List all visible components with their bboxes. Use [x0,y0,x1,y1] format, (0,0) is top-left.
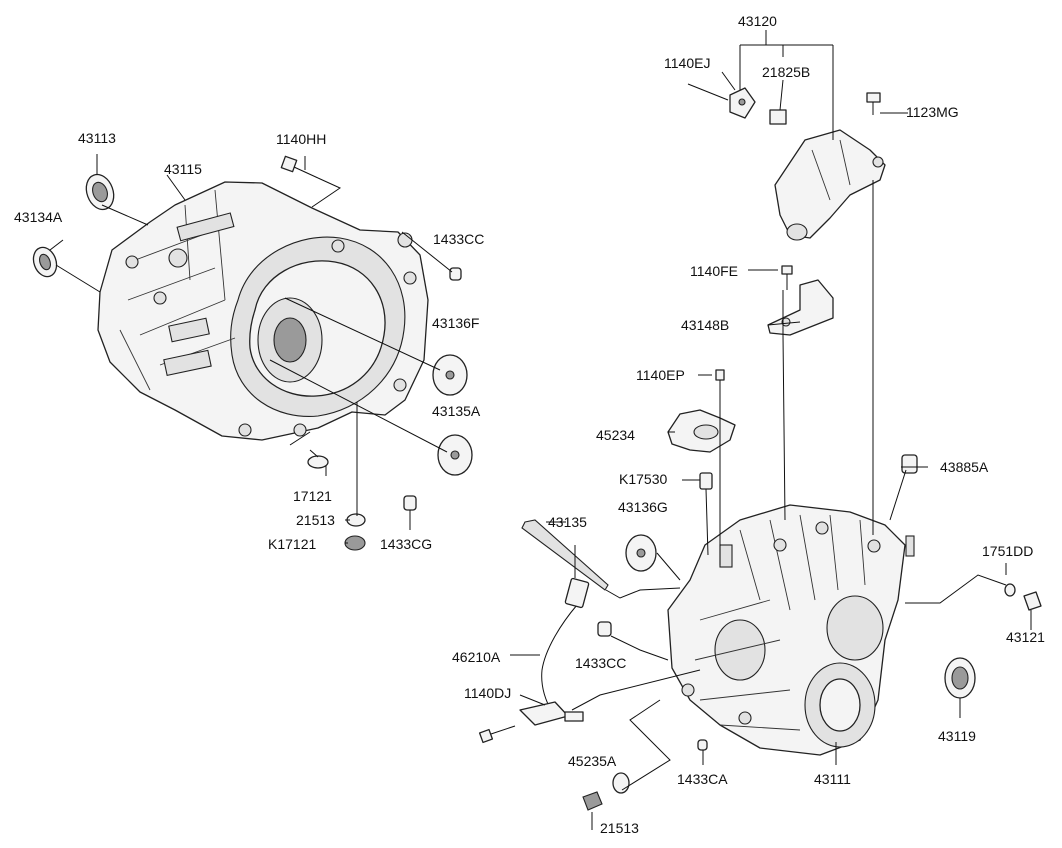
label-45235A: 45235A [568,753,617,769]
label-1433CC-top: 1433CC [433,231,484,247]
label-1140EJ: 1140EJ [664,55,710,71]
label-1140HH: 1140HH [276,131,326,147]
shim-43135A-drawing [437,434,473,476]
label-43121: 43121 [1006,629,1045,645]
label-43111: 43111 [814,771,851,787]
label-K17530: K17530 [619,471,667,487]
label-1123MG: 1123MG [906,104,959,120]
label-1140DJ: 1140DJ [464,685,511,701]
label-1751DD: 1751DD [982,543,1033,559]
sensor-K17530-drawing [699,472,713,490]
label-21513-bot: 21513 [600,820,639,836]
label-1140EP: 1140EP [636,367,685,383]
label-1433CG: 1433CG [380,536,432,552]
label-43885A: 43885A [940,459,989,475]
filler-43885A-drawing [901,454,918,474]
label-43136F: 43136F [432,315,479,331]
bolt-1140HH-drawing [280,155,319,179]
label-43136G: 43136G [618,499,668,515]
label-21825B: 21825B [762,64,810,80]
label-1433CA: 1433CA [677,771,728,787]
seal-43113-drawing [85,173,115,211]
transaxle-case-drawing [478,504,1042,811]
label-21513-top: 21513 [296,512,335,528]
dowel-1433CG-drawing [403,495,417,511]
seal-43134A-drawing [32,246,58,278]
inhibitor-switch-45234-drawing [667,369,736,453]
label-1140FE: 1140FE [690,263,738,279]
shim-43136G-drawing [625,534,657,572]
label-43148B: 43148B [681,317,729,333]
washer-17121-drawing [307,455,329,469]
label-43115: 43115 [164,161,202,177]
label-K17121: K17121 [268,536,316,552]
label-43113: 43113 [78,130,116,146]
label-43120: 43120 [738,13,777,29]
label-43135: 43135 [548,514,587,530]
clutch-housing-drawing [97,181,429,441]
label-46210A: 46210A [452,649,501,665]
label-45234: 45234 [596,427,635,443]
label-43134A: 43134A [14,209,63,225]
dowel-1433CC-top-drawing [449,267,462,281]
label-1433CC-mid: 1433CC [575,655,626,671]
label-43119: 43119 [938,728,976,744]
bracket-43120-drawing [687,83,886,241]
bracket-43148B-drawing [767,265,834,336]
label-17121: 17121 [293,488,332,504]
leader-lines [49,30,1032,830]
label-43135A: 43135A [432,403,481,419]
shim-43136F-drawing [432,354,468,396]
